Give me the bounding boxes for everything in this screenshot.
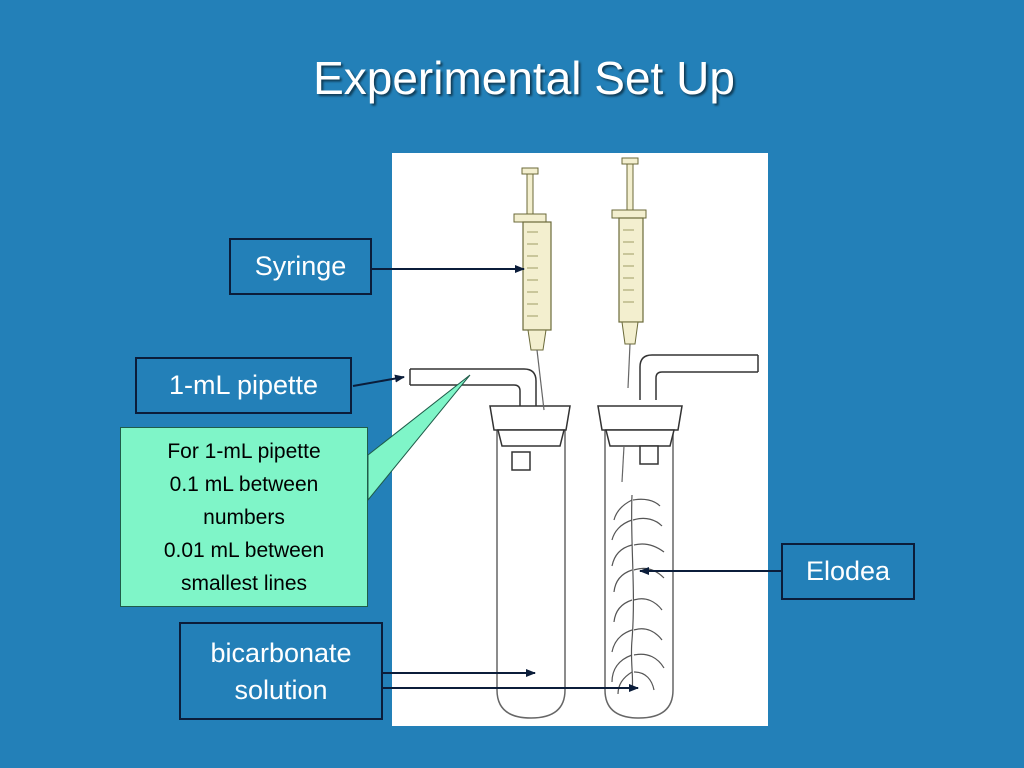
pipette-label: 1-mL pipette [135,357,352,414]
note-line5: smallest lines [180,572,308,595]
syringe-label: Syringe [229,238,372,295]
note-callout-pointer [367,374,471,502]
elodea-label: Elodea [781,543,915,600]
right-test-tube [597,405,683,719]
bicarbonate-solution-label: bicarbonate solution [179,622,383,720]
bicarbonate-label-line2: solution [234,675,328,705]
slide-title: Experimental Set Up [313,52,735,104]
right-pipette-tube [639,354,759,400]
left-syringe [513,167,552,411]
elodea-plant [611,494,665,695]
apparatus-figure-panel [392,153,768,726]
note-line1: For 1-mL pipette [167,440,321,463]
bicarbonate-label-line1: bicarbonate [210,638,352,668]
right-syringe [611,157,647,483]
pipette-scale-note: For 1-mL pipette 0.1 mL between numbers … [120,427,368,607]
note-line2: 0.1 mL between [169,473,319,496]
left-pipette-tube [409,368,537,406]
left-test-tube [489,405,571,719]
note-line3: numbers [203,506,285,529]
note-line4: 0.01 mL between [163,539,325,562]
pipette-arrow [352,374,405,387]
